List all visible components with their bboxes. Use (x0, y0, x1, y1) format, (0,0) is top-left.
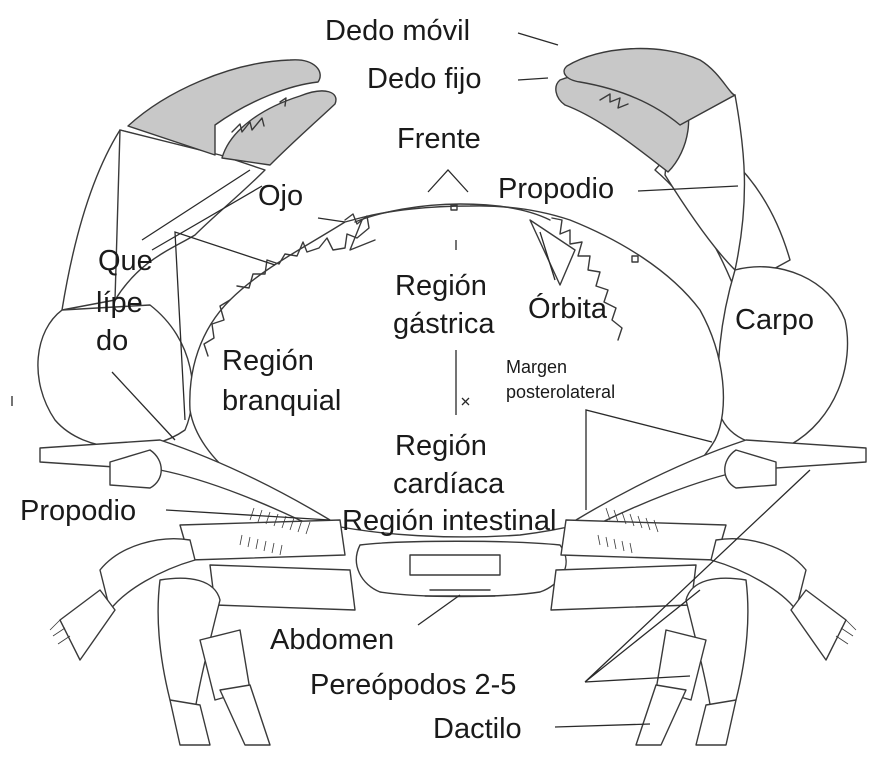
label-orbita: Órbita (528, 292, 608, 325)
label-region-gastrica-2: gástrica (393, 308, 495, 340)
label-dedo-fijo: Dedo fijo (367, 63, 481, 95)
label-region-intestinal: Región intestinal (342, 505, 556, 537)
label-margen-1: Margen (506, 357, 567, 377)
label-quelipedo-1: Que (98, 245, 153, 277)
label-region-branquial-2: branquial (222, 385, 341, 417)
label-ojo: Ojo (258, 180, 303, 212)
label-frente: Frente (397, 123, 481, 155)
label-quelipedo-2: lípe (96, 287, 143, 319)
label-region-cardiaca-2: cardíaca (393, 468, 505, 500)
label-quelipedo-3: do (96, 325, 128, 357)
label-region-gastrica-1: Región (395, 270, 487, 302)
label-region-branquial-1: Región (222, 345, 314, 377)
label-dedo-movil: Dedo móvil (325, 15, 470, 47)
label-propodio-quela: Propodio (498, 173, 614, 205)
abdomen-area (356, 541, 566, 596)
label-margen-2: posterolateral (506, 382, 615, 402)
label-region-cardiaca-1: Región (395, 430, 487, 462)
label-carpo: Carpo (735, 304, 814, 336)
label-abdomen: Abdomen (270, 624, 394, 656)
label-dactilo: Dactilo (433, 713, 522, 745)
label-pereopodos: Pereópodos 2-5 (310, 669, 516, 701)
label-propodio-pata: Propodio (20, 495, 136, 527)
